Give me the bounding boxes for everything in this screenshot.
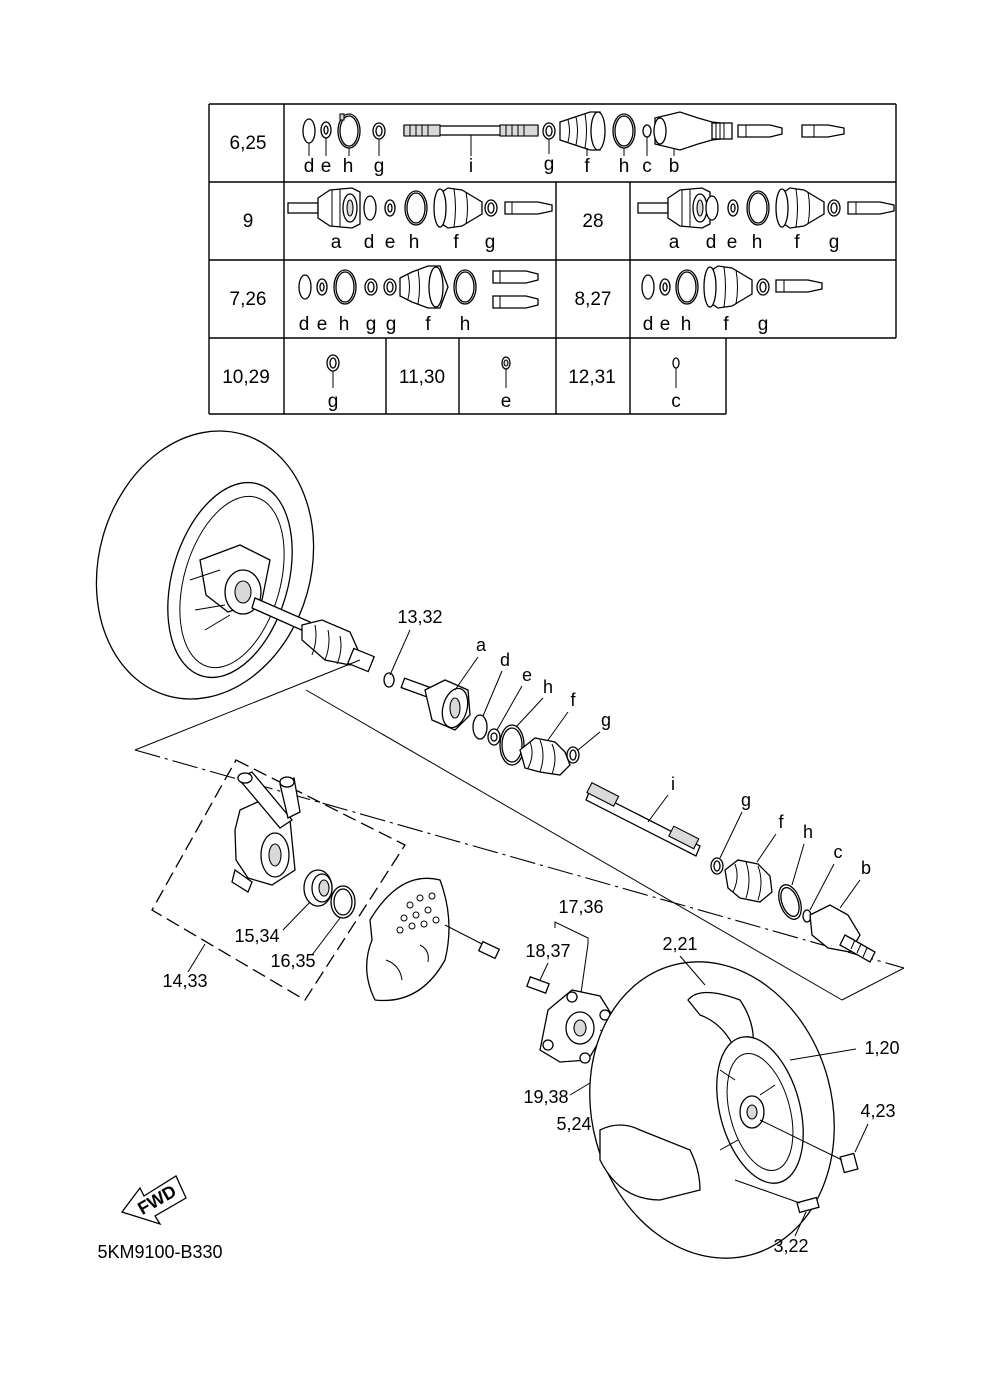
r5-d: d: [643, 314, 654, 335]
callout-3-22: 3,22: [773, 1236, 808, 1256]
callout-5-24: 5,24: [556, 1114, 591, 1134]
hub-bolt: [526, 976, 550, 994]
row2-right-parts: [637, 187, 895, 229]
r1-d: d: [304, 156, 315, 177]
boot-f2: [724, 859, 773, 903]
r2-f: f: [453, 232, 459, 253]
wheel-stud: [734, 1179, 820, 1214]
row4-parts: [326, 354, 680, 388]
callout-b: b: [861, 858, 871, 878]
r4-f: f: [425, 314, 431, 335]
callout-h: h: [543, 677, 553, 697]
row2-left-parts: [287, 187, 553, 229]
r5-f: f: [723, 314, 729, 335]
r4-d: d: [299, 314, 310, 335]
callout-17-36: 17,36: [558, 897, 603, 917]
r3-a: a: [669, 232, 680, 253]
callout-13-32: 13,32: [397, 607, 442, 627]
drawing-code: 5KM9100-B330: [97, 1242, 222, 1262]
row-9: 9: [243, 211, 254, 232]
bearing-15: [303, 869, 333, 907]
knuckle-group: [151, 759, 406, 1001]
callout-1-20: 1,20: [864, 1038, 899, 1058]
part-d: [472, 714, 488, 740]
r5-h: h: [681, 314, 692, 335]
kit-table: 6,25 9 28 7,26 8,27 10,29 11,30 12,31: [208, 103, 897, 415]
row-10-29: 10,29: [222, 367, 270, 388]
boot-f: [519, 737, 571, 776]
r5-g: g: [758, 314, 769, 335]
r4-e: e: [317, 314, 328, 335]
r3-e: e: [727, 232, 738, 253]
r4-h: h: [339, 314, 350, 335]
callout-i: i: [671, 774, 675, 794]
r1-g2: g: [544, 154, 555, 175]
row3-left-parts: [298, 265, 539, 309]
row-7-26: 7,26: [230, 289, 267, 310]
right-wheel: [589, 961, 835, 1259]
r2-h: h: [409, 232, 420, 253]
inner-joint-a: [400, 677, 471, 731]
r4-h2: h: [460, 314, 471, 335]
callout-h2: h: [803, 822, 813, 842]
r6-g: g: [328, 391, 339, 412]
callout-c: c: [834, 842, 843, 862]
table-leaders: [308, 135, 675, 156]
r5-e: e: [660, 314, 671, 335]
callout-f2: f: [778, 812, 784, 832]
callout-2-21: 2,21: [662, 934, 697, 954]
row-8-27: 8,27: [575, 289, 612, 310]
fwd-arrow: FWD: [120, 1175, 187, 1226]
callout-16-35: 16,35: [270, 951, 315, 971]
r1-c: c: [642, 156, 652, 177]
r4-g: g: [366, 314, 377, 335]
brake-disc: [366, 877, 450, 1002]
callout-15-34: 15,34: [234, 926, 279, 946]
r8-c: c: [671, 391, 681, 412]
r2-g: g: [485, 232, 496, 253]
r1-h: h: [343, 156, 354, 177]
r2-d: d: [364, 232, 375, 253]
r3-f: f: [794, 232, 800, 253]
r1-b: b: [669, 156, 680, 177]
callout-g2: g: [741, 790, 751, 810]
r2-a: a: [331, 232, 342, 253]
callout-14-33: 14,33: [162, 971, 207, 991]
callout-19-38: 19,38: [523, 1087, 568, 1107]
disc-bolt: [444, 924, 501, 960]
exploded-view: 13,32 a d e h f: [95, 430, 905, 1262]
callout-g: g: [601, 710, 611, 730]
callout-f: f: [570, 690, 576, 710]
callout-a: a: [476, 635, 487, 655]
r1-h2: h: [619, 156, 630, 177]
r3-d: d: [706, 232, 717, 253]
r7-e: e: [501, 391, 512, 412]
r1-f: f: [584, 156, 590, 177]
outer-joint-b: [809, 904, 876, 963]
lug-nut: [759, 1119, 859, 1174]
left-wheel: [95, 430, 315, 700]
r3-g: g: [829, 232, 840, 253]
row1-parts: [302, 111, 845, 151]
row3-right-parts: [641, 265, 823, 309]
row-11-30: 11,30: [399, 367, 445, 388]
callout-d: d: [500, 650, 510, 670]
shaft-i: [585, 781, 701, 857]
row-28: 28: [582, 211, 603, 232]
r1-i: i: [469, 156, 473, 177]
row-12-31: 12,31: [568, 367, 616, 388]
callout-e: e: [522, 665, 532, 685]
callout-18-37: 18,37: [525, 941, 570, 961]
r1-g: g: [374, 156, 385, 177]
r4-g2: g: [386, 314, 397, 335]
left-shaft: [251, 597, 395, 688]
callout-4-23: 4,23: [860, 1101, 895, 1121]
r3-h: h: [752, 232, 763, 253]
r2-e: e: [385, 232, 396, 253]
r1-e: e: [321, 156, 332, 177]
row-6-25: 6,25: [230, 133, 267, 154]
